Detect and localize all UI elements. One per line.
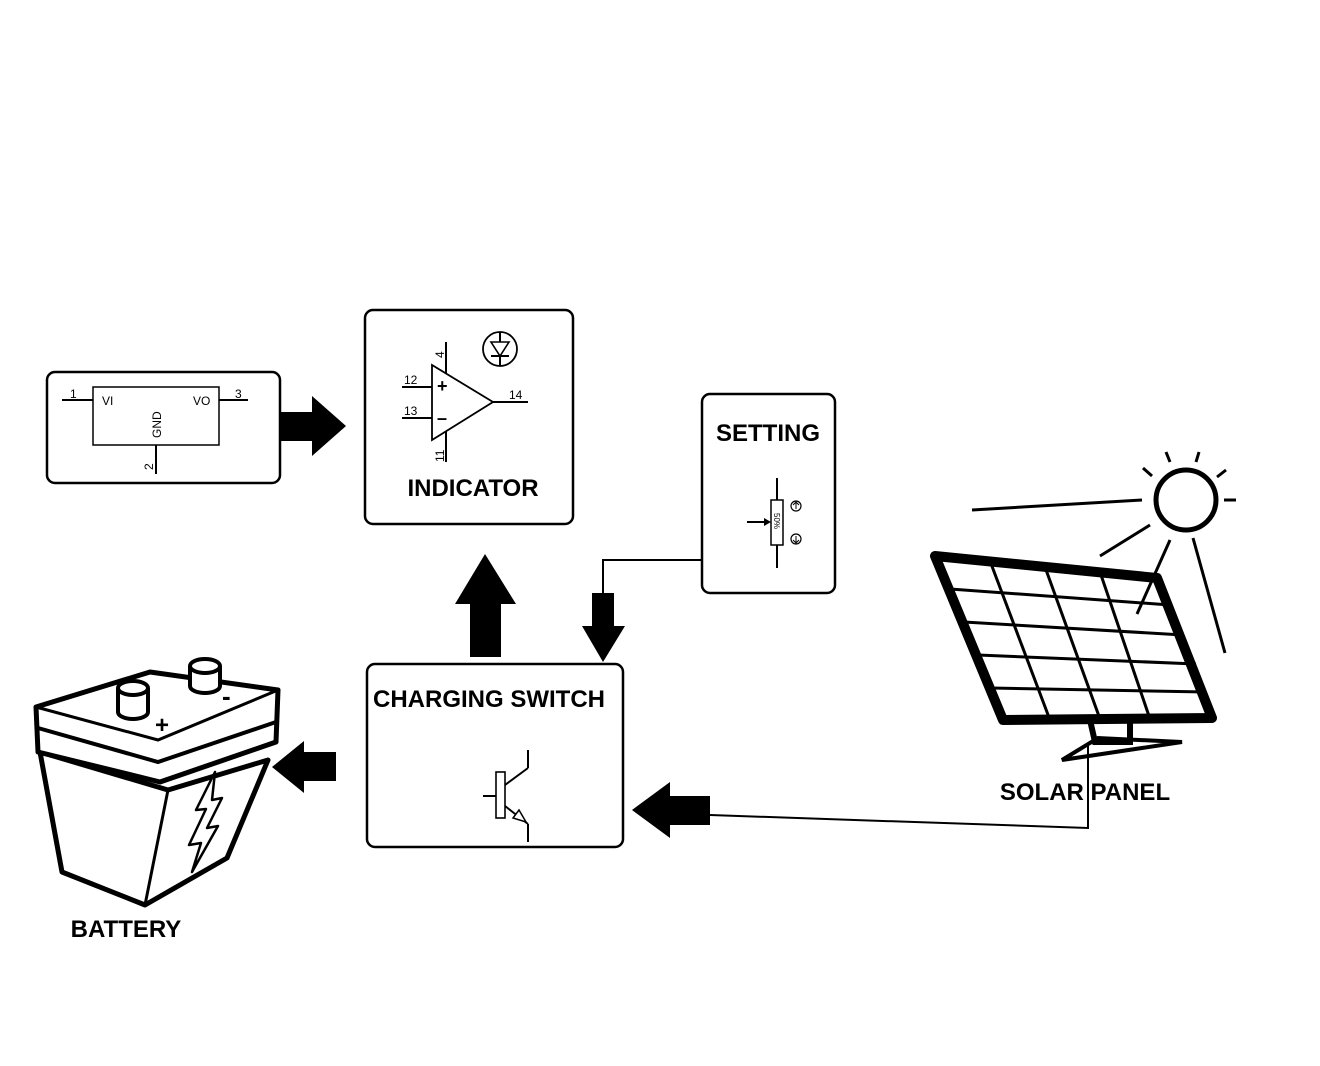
opamp-pin-13: 13 <box>404 404 418 418</box>
transistor-icon <box>483 750 529 842</box>
battery-plus: + <box>155 712 169 739</box>
indicator-label: INDICATOR <box>407 475 538 502</box>
arrow-switch-to-battery <box>272 741 336 793</box>
wire-solar <box>709 745 1089 830</box>
opamp-plus: + <box>437 376 448 396</box>
arrow-solar-to-switch <box>632 782 710 838</box>
indicator-block: + – 4 11 12 13 14 INDICATOR <box>363 308 575 526</box>
battery-terminal-negative <box>188 657 222 695</box>
opamp-symbol <box>431 363 495 442</box>
arrow-setting-to-switch <box>582 593 625 662</box>
regulator-vi-label: VI <box>102 394 113 408</box>
solar-panel-label: SOLAR PANEL <box>1000 779 1170 806</box>
setting-box <box>700 392 837 595</box>
battery-label: BATTERY <box>71 916 182 943</box>
setting-block: SETTING 50% <box>700 392 837 595</box>
regulator-pin-3: 3 <box>235 387 242 401</box>
charging-switch-label: CHARGING SWITCH <box>373 686 605 713</box>
led-icon <box>482 331 518 367</box>
opamp-pin-4: 4 <box>433 351 447 358</box>
lightning-bolt-icon <box>187 770 224 874</box>
solar-panel-icon <box>930 551 1217 762</box>
regulator-vo-label: VO <box>193 394 210 408</box>
battery-icon: + - <box>33 657 281 908</box>
battery-terminal-positive <box>116 679 150 721</box>
charging-switch-box <box>365 662 625 849</box>
opamp-minus: – <box>437 408 447 428</box>
regulator-pin-1: 1 <box>70 387 77 401</box>
sun-icon <box>971 451 1236 654</box>
charging-switch-block: CHARGING SWITCH <box>365 662 625 849</box>
potentiometer-icon: 50% <box>747 478 802 568</box>
pot-value: 50% <box>772 513 781 529</box>
arrow-regulator-to-indicator <box>279 396 346 456</box>
wire-setting <box>602 559 702 593</box>
setting-label: SETTING <box>716 420 820 447</box>
arrow-switch-to-indicator <box>455 554 516 657</box>
regulator-pin-2: 2 <box>142 463 156 470</box>
battery-minus: - <box>222 681 231 711</box>
regulator-gnd-label: GND <box>150 411 164 438</box>
opamp-pin-11: 11 <box>433 449 447 462</box>
regulator-block: 1 3 VI VO GND 2 <box>45 370 282 485</box>
opamp-pin-12: 12 <box>404 373 418 387</box>
opamp-pin-14: 14 <box>509 388 523 402</box>
